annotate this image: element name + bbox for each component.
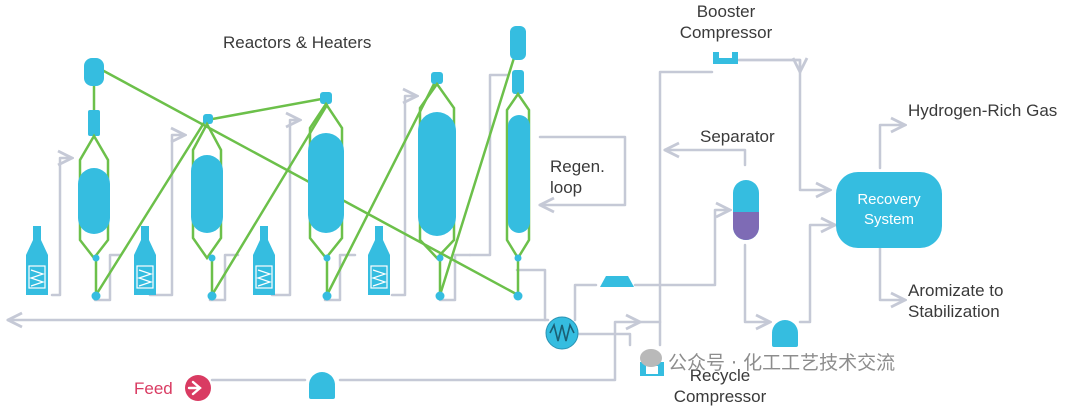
regen-label-line1: Regen. [550, 157, 605, 176]
heater-4 [368, 226, 390, 295]
separator-vessel [733, 180, 759, 240]
air-cooler [600, 276, 634, 287]
recovery-system-label: Recovery System [836, 190, 942, 230]
separator-label: Separator [700, 127, 775, 146]
reactor-5 [505, 26, 531, 301]
recycle-label-line1: Recycle [689, 366, 751, 385]
regen-label-line2: loop [550, 178, 583, 197]
booster-label-line2: Compressor [679, 23, 773, 42]
recycle-label-line2: Compressor [673, 387, 767, 406]
separator-pump [772, 320, 798, 347]
aromizate-label-line2: Stabilization [908, 302, 1000, 321]
reactor-1 [78, 58, 110, 301]
hydrogen-rich-gas-label: Hydrogen-Rich Gas [908, 101, 1058, 120]
feed-effluent-exchanger [545, 316, 579, 350]
recovery-label-line2: System [863, 211, 914, 228]
regen-loop-label: Regen. loop [550, 156, 605, 198]
aromizate-label: Aromizate to Stabilization [908, 280, 1003, 322]
booster-label-line1: Booster [696, 2, 756, 21]
reactor-4 [418, 72, 456, 301]
reactor-3 [308, 92, 344, 301]
recovery-label-line1: Recovery [857, 191, 921, 208]
fired-heaters [26, 226, 390, 295]
feed-pump [309, 372, 335, 399]
heater-2 [134, 226, 156, 295]
heater-1 [26, 226, 48, 295]
recovery-system-box [836, 172, 942, 248]
reactors [78, 26, 531, 301]
booster-compressor-label: Booster Compressor [672, 1, 780, 43]
feed-label: Feed [134, 379, 173, 398]
aromizate-label-line1: Aromizate to [908, 281, 1004, 300]
recycle-compressor-label: Recycle Compressor [664, 365, 776, 407]
reactors-heaters-label: Reactors & Heaters [223, 33, 372, 52]
booster-compressor-symbol [713, 52, 738, 64]
feed-arrow-icon [185, 375, 211, 401]
watermark-text: 公众号 · 化工工艺技术交流 [668, 352, 896, 374]
wechat-icon [640, 349, 662, 367]
heater-3 [253, 226, 275, 295]
reactor-2 [191, 114, 223, 301]
